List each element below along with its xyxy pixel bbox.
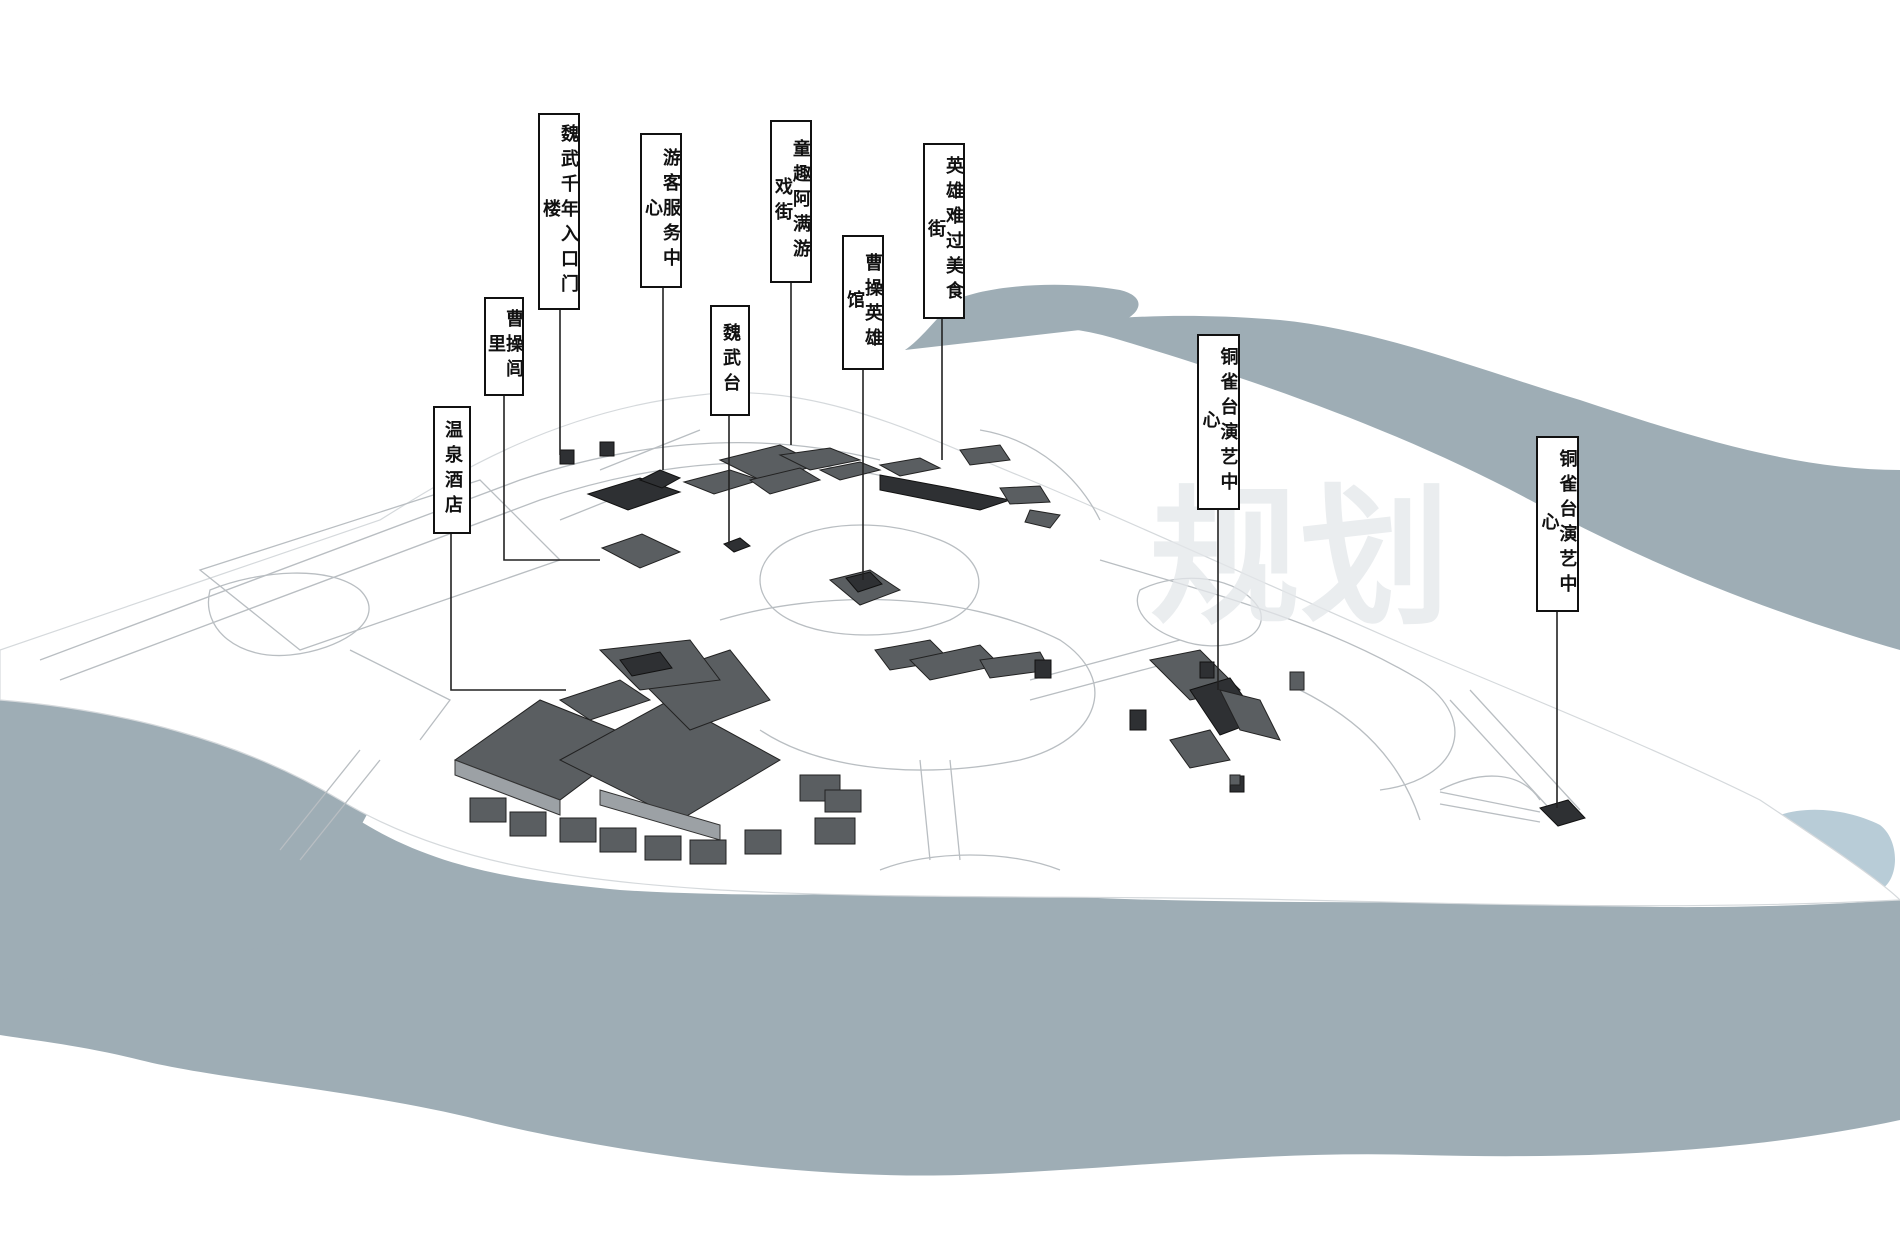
label-caocao-lvli: 曹操闾里 (484, 297, 524, 396)
label-weiwutai: 魏武台 (710, 305, 750, 416)
outer-pavilion (1439, 791, 1586, 827)
label-theater-center-1: 铜雀台演艺中心 (1197, 334, 1240, 510)
label-theater-center-2: 铜雀台演艺中心 (1536, 436, 1579, 612)
central-cluster (600, 533, 1052, 681)
label-hero-hall: 曹操英雄馆 (842, 235, 884, 370)
north-cluster (559, 441, 1061, 529)
hotel-complex (453, 639, 782, 841)
river-upper-right (905, 315, 1900, 650)
river-lower (0, 709, 1900, 1176)
label-entrance-gate: 魏武千年入口门楼 (538, 113, 580, 310)
leader-lines (450, 283, 1558, 808)
small-lake (1780, 809, 1895, 891)
label-wenquan-hotel: 温泉酒店 (433, 406, 471, 534)
villas (469, 774, 862, 865)
watermark: 规划 (1150, 472, 1450, 646)
label-game-street: 童趣阿满游戏街 (770, 120, 812, 283)
label-visitor-center: 游客服务中心 (640, 133, 682, 288)
label-food-street: 英雄难过美食街 (923, 143, 965, 319)
